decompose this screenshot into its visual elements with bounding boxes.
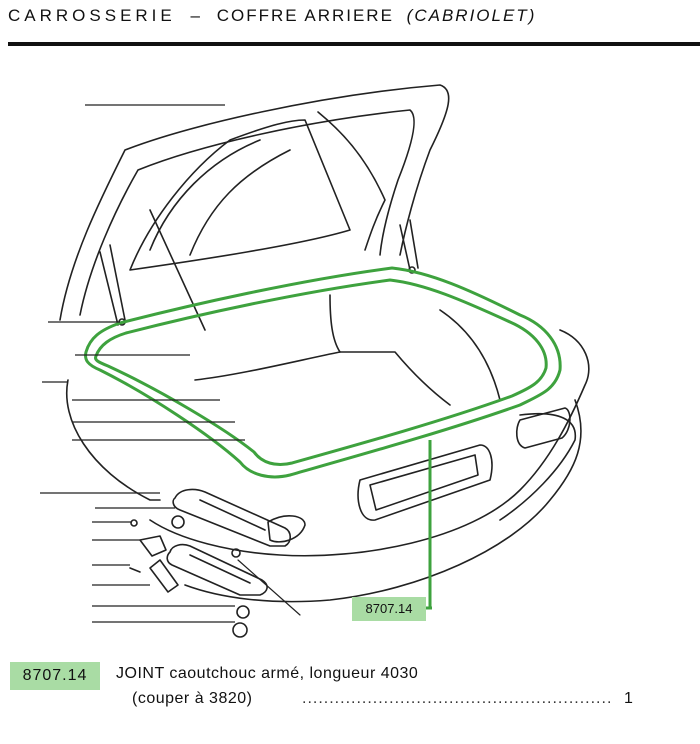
page-title: CARROSSERIE – COFFRE ARRIERE (CABRIOLET) bbox=[8, 6, 536, 26]
plate-recess bbox=[357, 444, 493, 521]
title-rule bbox=[8, 42, 700, 46]
trunk-inner-wall bbox=[329, 294, 341, 353]
bumper-line bbox=[499, 412, 577, 521]
tail-light bbox=[515, 407, 571, 449]
bracket-upper bbox=[172, 488, 292, 547]
bolt-long bbox=[237, 559, 301, 616]
lid-stay-left bbox=[109, 244, 126, 321]
title-subtitle-detail: (CABRIOLET) bbox=[406, 6, 537, 25]
knob-cap bbox=[171, 515, 185, 529]
bolt-small bbox=[129, 567, 141, 573]
lid-panel-b bbox=[189, 149, 291, 256]
callout-label: 8707.14 bbox=[352, 597, 426, 621]
part-reference: 8707.14 bbox=[10, 662, 100, 690]
rear-panel-lower bbox=[184, 399, 582, 603]
seal-outer bbox=[84, 266, 562, 479]
lid-panel-a bbox=[149, 139, 261, 251]
title-separator: – bbox=[190, 6, 202, 25]
plate-recess-inner bbox=[369, 454, 479, 511]
bracket-lower-slot bbox=[189, 554, 251, 584]
bracket-arm bbox=[149, 559, 179, 593]
leader-dots: ........................................… bbox=[302, 690, 610, 707]
striker-plate bbox=[139, 535, 167, 557]
trunk-floor bbox=[194, 351, 451, 406]
lid-prop bbox=[149, 209, 206, 331]
screw-head bbox=[130, 519, 138, 527]
nut bbox=[232, 622, 248, 638]
bracket-lower bbox=[166, 543, 268, 596]
part-note: (couper à 3820) bbox=[132, 690, 253, 707]
lid-stay-right bbox=[399, 224, 411, 271]
seal-inner bbox=[94, 278, 548, 467]
title-subtitle: COFFRE ARRIERE bbox=[216, 6, 394, 25]
washer-star bbox=[236, 605, 250, 619]
lid-stay-left-b bbox=[99, 251, 119, 326]
trunk-side-wall bbox=[439, 309, 501, 401]
bolt-a bbox=[231, 548, 241, 558]
lid-window-frame bbox=[129, 119, 351, 271]
lid-inner bbox=[79, 109, 415, 316]
side-light bbox=[267, 515, 306, 543]
body-outline bbox=[66, 379, 161, 501]
bracket-upper-slot bbox=[199, 499, 266, 531]
title-main: CARROSSERIE bbox=[8, 6, 176, 25]
lid-outer bbox=[59, 84, 450, 321]
lid-window-frame-right bbox=[317, 111, 386, 251]
part-description: JOINT caoutchouc armé, longueur 4030 bbox=[116, 665, 419, 682]
part-quantity: 1 bbox=[624, 690, 633, 707]
lid-stay-right-b bbox=[409, 219, 419, 269]
